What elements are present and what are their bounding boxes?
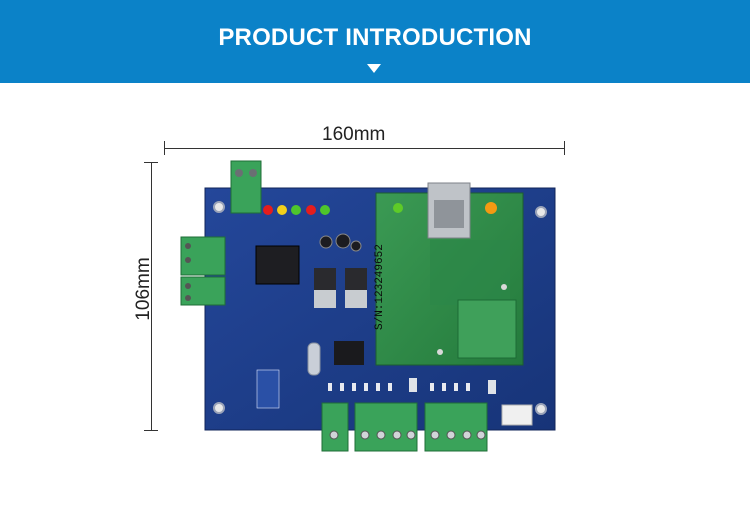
width-dimension-tick-right (564, 141, 565, 155)
width-dimension-tick-left (164, 141, 165, 155)
width-dimension-label: 160mm (322, 124, 386, 145)
status-led-small (488, 380, 496, 394)
mounting-hole (213, 201, 225, 213)
indicator-led-red (263, 205, 273, 215)
terminal-screw (185, 295, 191, 301)
indicator-led-yellow (277, 205, 287, 215)
regulator-tab (314, 290, 336, 308)
terminal-screws-bottom (329, 430, 486, 440)
capacitor (319, 235, 333, 249)
capacitor (335, 233, 351, 249)
serial-number-label: S/N:123249652 (374, 244, 386, 330)
reader-terminal-block-center (354, 402, 418, 452)
header-banner: PRODUCT INTRODUCTION (0, 0, 750, 83)
terminal-screw (235, 169, 243, 177)
indicator-led-green (320, 205, 330, 215)
reader-terminal-block-right (424, 402, 488, 452)
resistor (307, 342, 321, 376)
terminal-screw (185, 243, 191, 249)
white-connector (501, 404, 533, 426)
module-chip (457, 299, 517, 359)
mounting-hole (535, 206, 547, 218)
height-dimension-tick-bottom (144, 430, 158, 431)
mounting-hole (535, 403, 547, 415)
terminal-screw (185, 283, 191, 289)
height-dimension-line (151, 162, 152, 430)
status-led-orange (485, 202, 497, 214)
module-chip-area (430, 240, 510, 305)
module-hole (501, 284, 507, 290)
power-terminal-block (230, 160, 262, 214)
status-led-green (393, 203, 403, 213)
chevron-down-icon (367, 64, 381, 73)
height-dimension-tick-top (144, 162, 158, 163)
status-led-small (409, 378, 417, 392)
capacitor (350, 240, 362, 252)
terminal-screw (185, 257, 191, 263)
model-label-area (256, 369, 280, 409)
relay-terminal-block-top (180, 236, 226, 276)
regulator-tab (345, 290, 367, 308)
relay (255, 245, 300, 285)
smd-components (328, 383, 470, 391)
width-dimension-line (164, 148, 565, 149)
module-hole (437, 349, 443, 355)
logic-ic (334, 341, 364, 365)
page-title: PRODUCT INTRODUCTION (218, 24, 532, 51)
mounting-hole (213, 402, 225, 414)
terminal-screw (249, 169, 257, 177)
rj45-opening (434, 200, 464, 228)
reader-terminal-block-left (321, 402, 349, 452)
indicator-led-green (291, 205, 301, 215)
indicator-led-red (306, 205, 316, 215)
